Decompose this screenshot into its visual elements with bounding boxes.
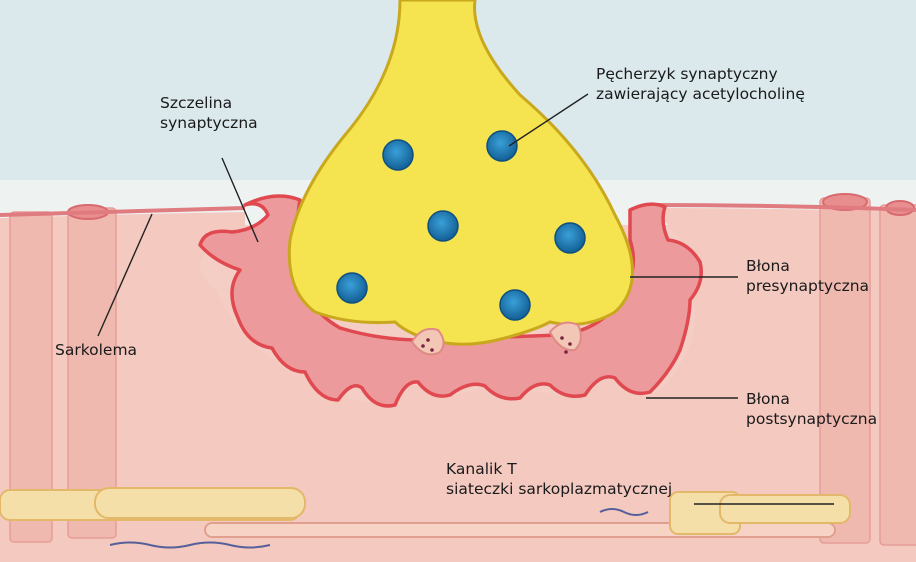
- label-kanalik: Kanalik T siateczki sarkoplazmatycznej: [446, 459, 672, 499]
- label-blona-pre: Błona presynaptyczna: [746, 256, 869, 296]
- label-sarkolema: Sarkolema: [55, 340, 137, 360]
- label-blona-post-line1: Błona: [746, 389, 877, 409]
- label-pecherzyk-line1: Pęcherzyk synaptyczny: [596, 64, 805, 84]
- vesicle: [500, 290, 530, 320]
- label-szczelina: Szczelina synaptyczna: [160, 93, 258, 133]
- vesicle: [555, 223, 585, 253]
- vesicle: [487, 131, 517, 161]
- label-pecherzyk-line2: zawierający acetylocholinę: [596, 84, 805, 104]
- vesicle: [428, 211, 458, 241]
- label-blona-post: Błona postsynaptyczna: [746, 389, 877, 429]
- label-blona-pre-line2: presynaptyczna: [746, 276, 869, 296]
- label-kanalik-line2: siateczki sarkoplazmatycznej: [446, 479, 672, 499]
- label-blona-post-line2: postsynaptyczna: [746, 409, 877, 429]
- label-sarkolema-line1: Sarkolema: [55, 340, 137, 360]
- label-szczelina-line2: synaptyczna: [160, 113, 258, 133]
- vesicle: [383, 140, 413, 170]
- label-blona-pre-line1: Błona: [746, 256, 869, 276]
- label-kanalik-line1: Kanalik T: [446, 459, 672, 479]
- label-szczelina-line1: Szczelina: [160, 93, 258, 113]
- vesicle: [337, 273, 367, 303]
- label-pecherzyk: Pęcherzyk synaptyczny zawierający acetyl…: [596, 64, 805, 104]
